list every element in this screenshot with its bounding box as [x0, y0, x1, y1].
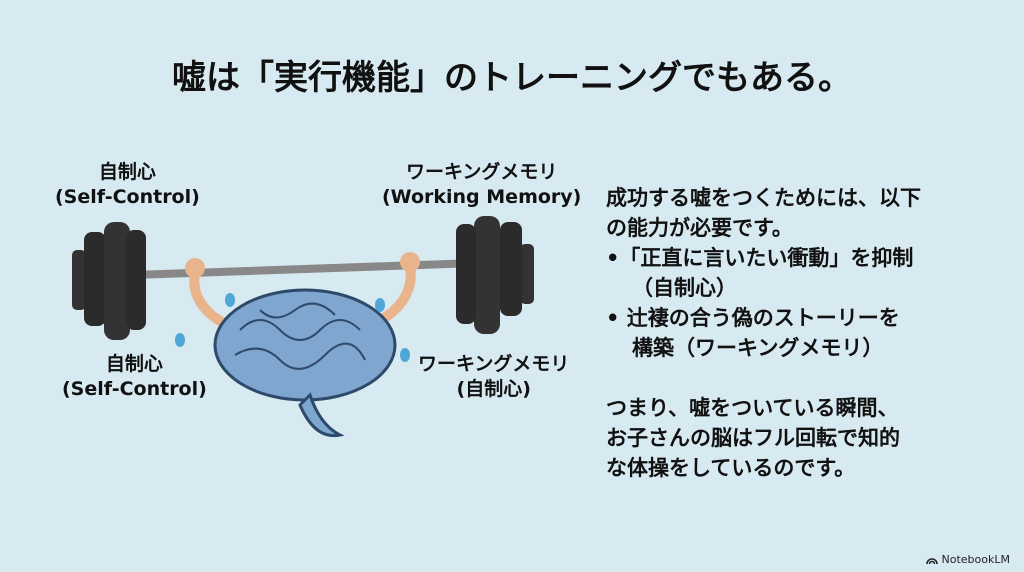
label-top-left: 自制心 (Self-Control): [55, 160, 200, 210]
brain-lifting-barbell-illustration: [72, 216, 534, 438]
barbell-icon: [72, 216, 534, 340]
label-en: (Working Memory): [382, 186, 582, 208]
notebooklm-branding: NotebookLM: [925, 553, 1010, 566]
intro-line: 成功する嘘をつくためには、以下: [606, 186, 921, 210]
bullet-item-cont: （自制心）: [632, 276, 737, 300]
label-en: (自制心): [456, 378, 531, 400]
label-ja: 自制心: [105, 353, 163, 375]
label-en: (Self-Control): [62, 378, 207, 400]
label-ja: ワーキングメモリ: [418, 353, 570, 375]
bullet-item: • 辻褄の合う偽のストーリーを: [606, 306, 900, 330]
intro-line: の能力が必要です。: [606, 216, 793, 240]
label-top-right: ワーキングメモリ (Working Memory): [382, 160, 581, 210]
conclusion-line: つまり、嘘をついている瞬間、: [606, 396, 899, 420]
slide-title: 嘘は「実行機能」のトレーニングでもある。: [172, 58, 852, 98]
branding-text: NotebookLM: [941, 553, 1010, 566]
label-ja: ワーキングメモリ: [405, 161, 558, 183]
bullet-item: •「正直に言いたい衝動」を抑制: [606, 246, 914, 270]
label-bottom-right: ワーキングメモリ (自制心): [418, 352, 569, 402]
conclusion-line: な体操をしているのです。: [606, 456, 856, 480]
explanation-text: 成功する嘘をつくためには、以下 の能力が必要です。 •「正直に言いたい衝動」を抑…: [606, 183, 921, 483]
conclusion-line: お子さんの脳はフル回転で知的: [606, 426, 900, 450]
label-bottom-left: 自制心 (Self-Control): [62, 352, 207, 402]
label-ja: 自制心: [98, 161, 156, 183]
sweat-drops-icon: [175, 293, 410, 362]
label-en: (Self-Control): [55, 186, 200, 208]
notebooklm-logo-icon: [925, 557, 938, 564]
bullet-item-cont: 構築（ワーキングメモリ）: [632, 336, 884, 360]
brain-icon: [213, 288, 397, 438]
